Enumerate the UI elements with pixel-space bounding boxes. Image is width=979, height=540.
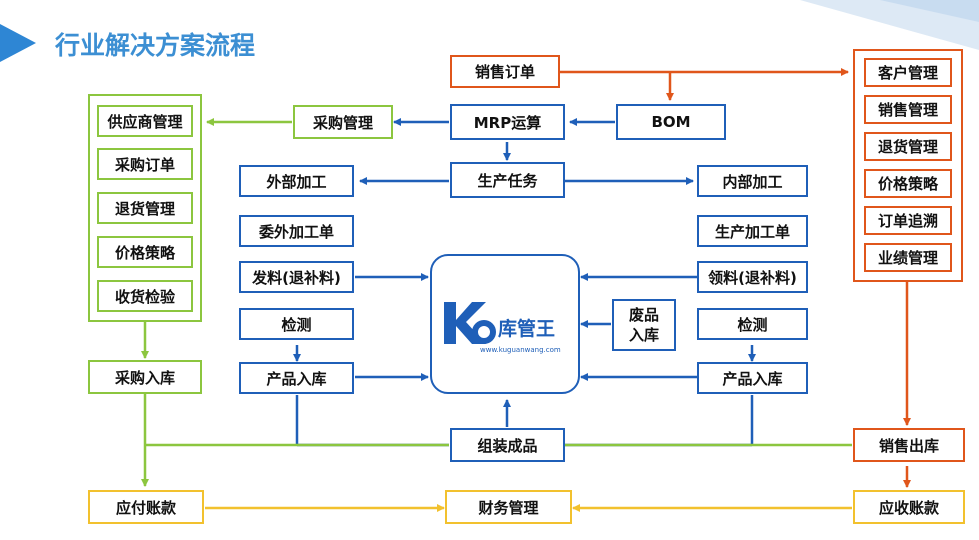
page-title: 行业解决方案流程 [55,31,256,60]
production-order-node[interactable]: 生产加工单 [697,215,808,247]
order-trace-node[interactable]: 订单追溯 [864,206,952,235]
supplier-mgmt-node[interactable]: 供应商管理 [97,105,193,137]
issue-material-right-node[interactable]: 领料(退补料) [697,261,808,293]
finance-node[interactable]: 财务管理 [445,490,572,524]
product-in-left-node[interactable]: 产品入库 [239,362,354,394]
internal-process-node[interactable]: 内部加工 [697,165,808,197]
purchase-mgmt-node[interactable]: 采购管理 [293,105,393,139]
waste-in-node[interactable]: 废品 入库 [612,299,676,351]
logo-panel: 库管王 www.kuguanwang.com [430,254,580,394]
sales-mgmt-node[interactable]: 销售管理 [864,95,952,124]
inspect-right-node[interactable]: 检测 [697,308,808,340]
issue-material-left-node[interactable]: 发料(退补料) [239,261,354,293]
corner-decoration [800,0,979,50]
purchase-in-node[interactable]: 采购入库 [88,360,202,394]
performance-mgmt-node[interactable]: 业绩管理 [864,243,952,272]
inspect-left-node[interactable]: 检测 [239,308,354,340]
sales-out-node[interactable]: 销售出库 [853,428,965,462]
production-task-node[interactable]: 生产任务 [450,162,565,198]
customer-mgmt-node[interactable]: 客户管理 [864,58,952,87]
payable-node[interactable]: 应付账款 [88,490,204,524]
header-triangle-icon [0,24,36,62]
sales-order-node[interactable]: 销售订单 [450,55,560,88]
receivable-node[interactable]: 应收账款 [853,490,965,524]
assembly-node[interactable]: 组装成品 [450,428,565,462]
logo-name: 库管王 [498,318,556,340]
supplier-group [88,94,202,322]
return-mgmt-left-node[interactable]: 退货管理 [97,192,193,224]
purchase-order-node[interactable]: 采购订单 [97,148,193,180]
bom-node[interactable]: BOM [616,104,726,140]
logo-mark-icon [444,302,496,344]
corner-decoration-2 [880,0,979,22]
receiving-inspection-node[interactable]: 收货检验 [97,280,193,312]
logo-url: www.kuguanwang.com [480,346,561,354]
price-strategy-left-node[interactable]: 价格策略 [97,236,193,268]
product-in-right-node[interactable]: 产品入库 [697,362,808,394]
return-mgmt-right-node[interactable]: 退货管理 [864,132,952,161]
outsource-order-node[interactable]: 委外加工单 [239,215,354,247]
price-strategy-right-node[interactable]: 价格策略 [864,169,952,198]
mrp-node[interactable]: MRP运算 [450,104,565,140]
customer-group [853,49,963,282]
external-process-node[interactable]: 外部加工 [239,165,354,197]
